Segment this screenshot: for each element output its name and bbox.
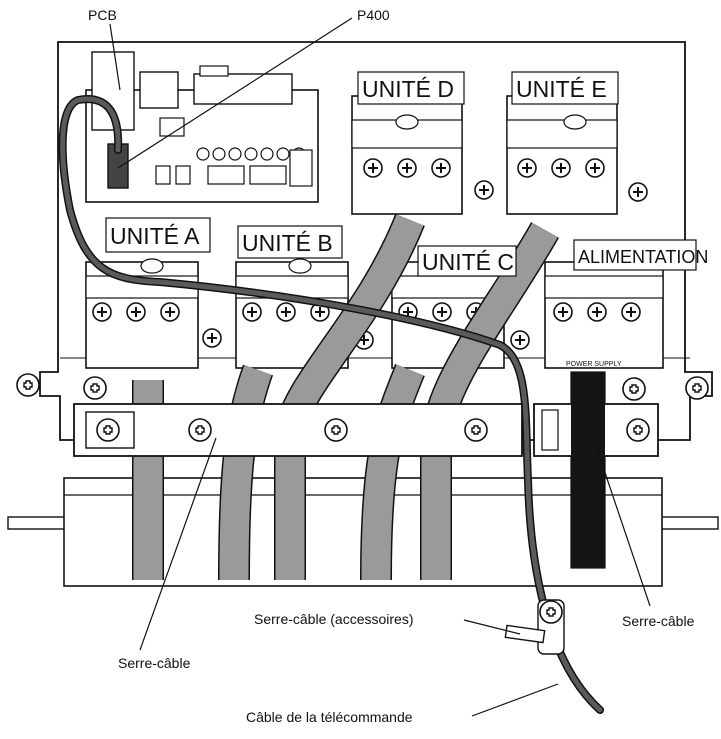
clamp-power: [533, 403, 659, 457]
label-clamp-left: Serre-câble: [118, 655, 191, 671]
label-p400: P400: [357, 7, 390, 23]
label-unit-c: UNITÉ C: [422, 249, 514, 275]
label-unit-a: UNITÉ A: [110, 223, 200, 249]
terminal-block-power: POWER SUPPLY: [544, 261, 664, 369]
label-power: ALIMENTATION: [578, 247, 708, 267]
mount-screw-icon: [83, 376, 107, 400]
mount-screw-icon: [622, 377, 646, 401]
label-remote-cable: Câble de la télécommande: [246, 709, 413, 725]
power-supply-mark: POWER SUPPLY: [566, 361, 622, 368]
label-clamp-accessory: Serre-câble (accessoires): [254, 611, 414, 627]
terminal-block-e: [506, 95, 648, 215]
mount-screw-icon: [16, 373, 40, 397]
label-pcb: PCB: [88, 7, 117, 23]
accessory-cable-tie: [504, 599, 565, 655]
label-unit-d: UNITÉ D: [362, 76, 454, 102]
label-unit-e: UNITÉ E: [516, 76, 607, 102]
mount-screw-icon: [685, 376, 709, 400]
label-unit-b: UNITÉ B: [242, 230, 333, 256]
cable-power: [570, 371, 606, 569]
clamp-bar: [73, 403, 523, 457]
label-clamp-right: Serre-câble: [622, 613, 695, 629]
